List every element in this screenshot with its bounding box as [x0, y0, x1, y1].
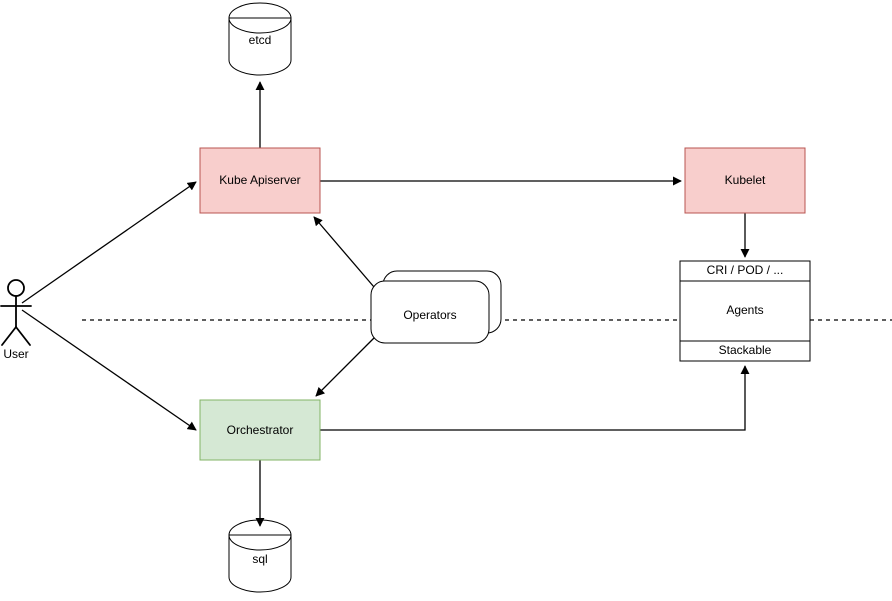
sql-label: sql	[252, 552, 267, 566]
node-kube-apiserver[interactable]: Kube Apiserver	[199, 147, 321, 214]
sql-cylinder-top	[228, 519, 292, 551]
agents-label: Agents	[726, 303, 763, 317]
actor-leg-right	[15, 326, 31, 346]
etcd-cylinder-body	[228, 17, 292, 76]
edges-layer	[21, 81, 750, 527]
agents-stack-box	[679, 260, 811, 362]
edge-user-to-orchestrator	[21, 309, 197, 431]
node-operators[interactable]: Operators	[370, 270, 502, 344]
node-etcd[interactable]: etcd	[228, 2, 292, 76]
operators-box-front	[370, 280, 490, 344]
operators-label: Operators	[403, 308, 456, 322]
etcd-label: etcd	[249, 33, 272, 47]
edge-orchestrator-to-stackable	[320, 365, 750, 431]
node-kubelet[interactable]: Kubelet	[684, 147, 806, 214]
actor-user[interactable]: User	[0, 279, 32, 361]
kubelet-box	[684, 147, 806, 214]
kubelet-label: Kubelet	[725, 173, 766, 187]
etcd-cylinder-top	[228, 2, 292, 34]
sql-cylinder-body	[228, 534, 292, 593]
edge-user-to-apiserver	[21, 181, 197, 304]
cri-pod-label: CRI / POD / ...	[707, 263, 784, 277]
node-sql[interactable]: sql	[228, 519, 292, 593]
actor-leg-left	[1, 326, 17, 346]
orchestrator-label: Orchestrator	[227, 423, 294, 437]
orchestrator-box	[199, 399, 321, 461]
actor-label: User	[3, 347, 28, 361]
edge-operators-to-apiserver	[313, 216, 375, 288]
node-agents-stack[interactable]: CRI / POD / ... Agents Stackable	[679, 260, 811, 362]
kube-apiserver-box	[199, 147, 321, 214]
node-orchestrator[interactable]: Orchestrator	[199, 399, 321, 461]
edge-operators-to-orchestrator	[315, 337, 375, 397]
kube-apiserver-label: Kube Apiserver	[219, 173, 300, 187]
stackable-label: Stackable	[719, 343, 772, 357]
